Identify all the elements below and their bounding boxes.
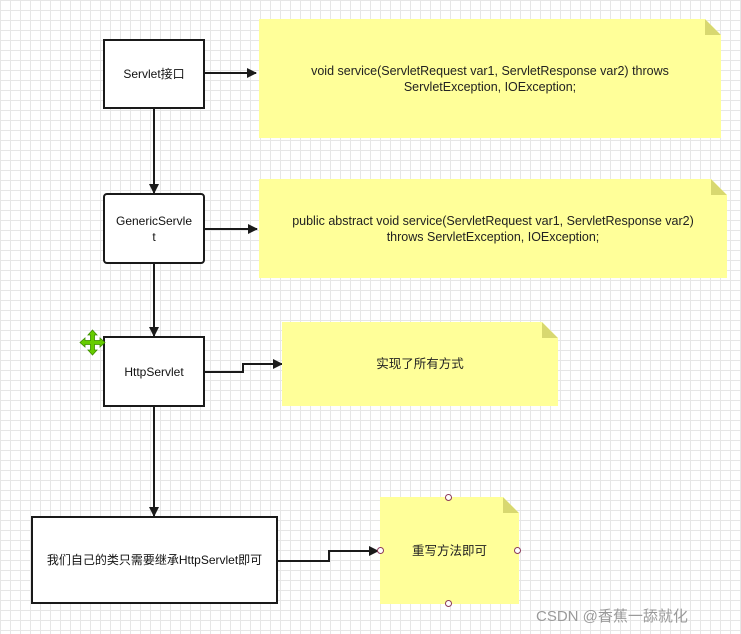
- edge-mine-to-note[interactable]: [278, 546, 379, 562]
- note-generic-service[interactable]: public abstract void service(ServletRequ…: [259, 179, 727, 278]
- resize-handle-bottom[interactable]: [445, 600, 452, 607]
- node-custom-class[interactable]: 我们自己的类只需要继承HttpServlet即可: [31, 516, 278, 604]
- node-http-servlet-label: HttpServlet: [124, 364, 184, 379]
- node-servlet-interface-label: Servlet接口: [123, 67, 185, 81]
- note-override-method-text: 重写方法即可: [411, 543, 487, 558]
- note-http-methods-text: 实现了所有方式: [376, 357, 464, 371]
- note-servlet-service-text: void service(ServletRequest var1, Servle…: [311, 63, 669, 94]
- note-servlet-service[interactable]: void service(ServletRequest var1, Servle…: [259, 19, 721, 138]
- note-override-method[interactable]: 重写方法即可: [380, 497, 519, 604]
- node-servlet-interface[interactable]: Servlet接口: [103, 39, 205, 109]
- node-generic-servlet-label: GenericServlet: [115, 213, 193, 244]
- note-http-methods[interactable]: 实现了所有方式: [282, 322, 558, 406]
- node-generic-servlet[interactable]: GenericServlet: [103, 193, 205, 264]
- edge-http-to-note[interactable]: [205, 359, 283, 373]
- resize-handle-right[interactable]: [514, 547, 521, 554]
- node-http-servlet[interactable]: HttpServlet: [103, 336, 205, 407]
- resize-handle-left[interactable]: [377, 547, 384, 554]
- move-icon[interactable]: [79, 329, 106, 356]
- watermark: CSDN @香蕉一舔就化: [536, 608, 688, 625]
- node-custom-class-label: 我们自己的类只需要继承HttpServlet即可: [46, 553, 263, 567]
- resize-handle-top[interactable]: [445, 494, 452, 501]
- note-generic-service-text: public abstract void service(ServletRequ…: [292, 213, 694, 244]
